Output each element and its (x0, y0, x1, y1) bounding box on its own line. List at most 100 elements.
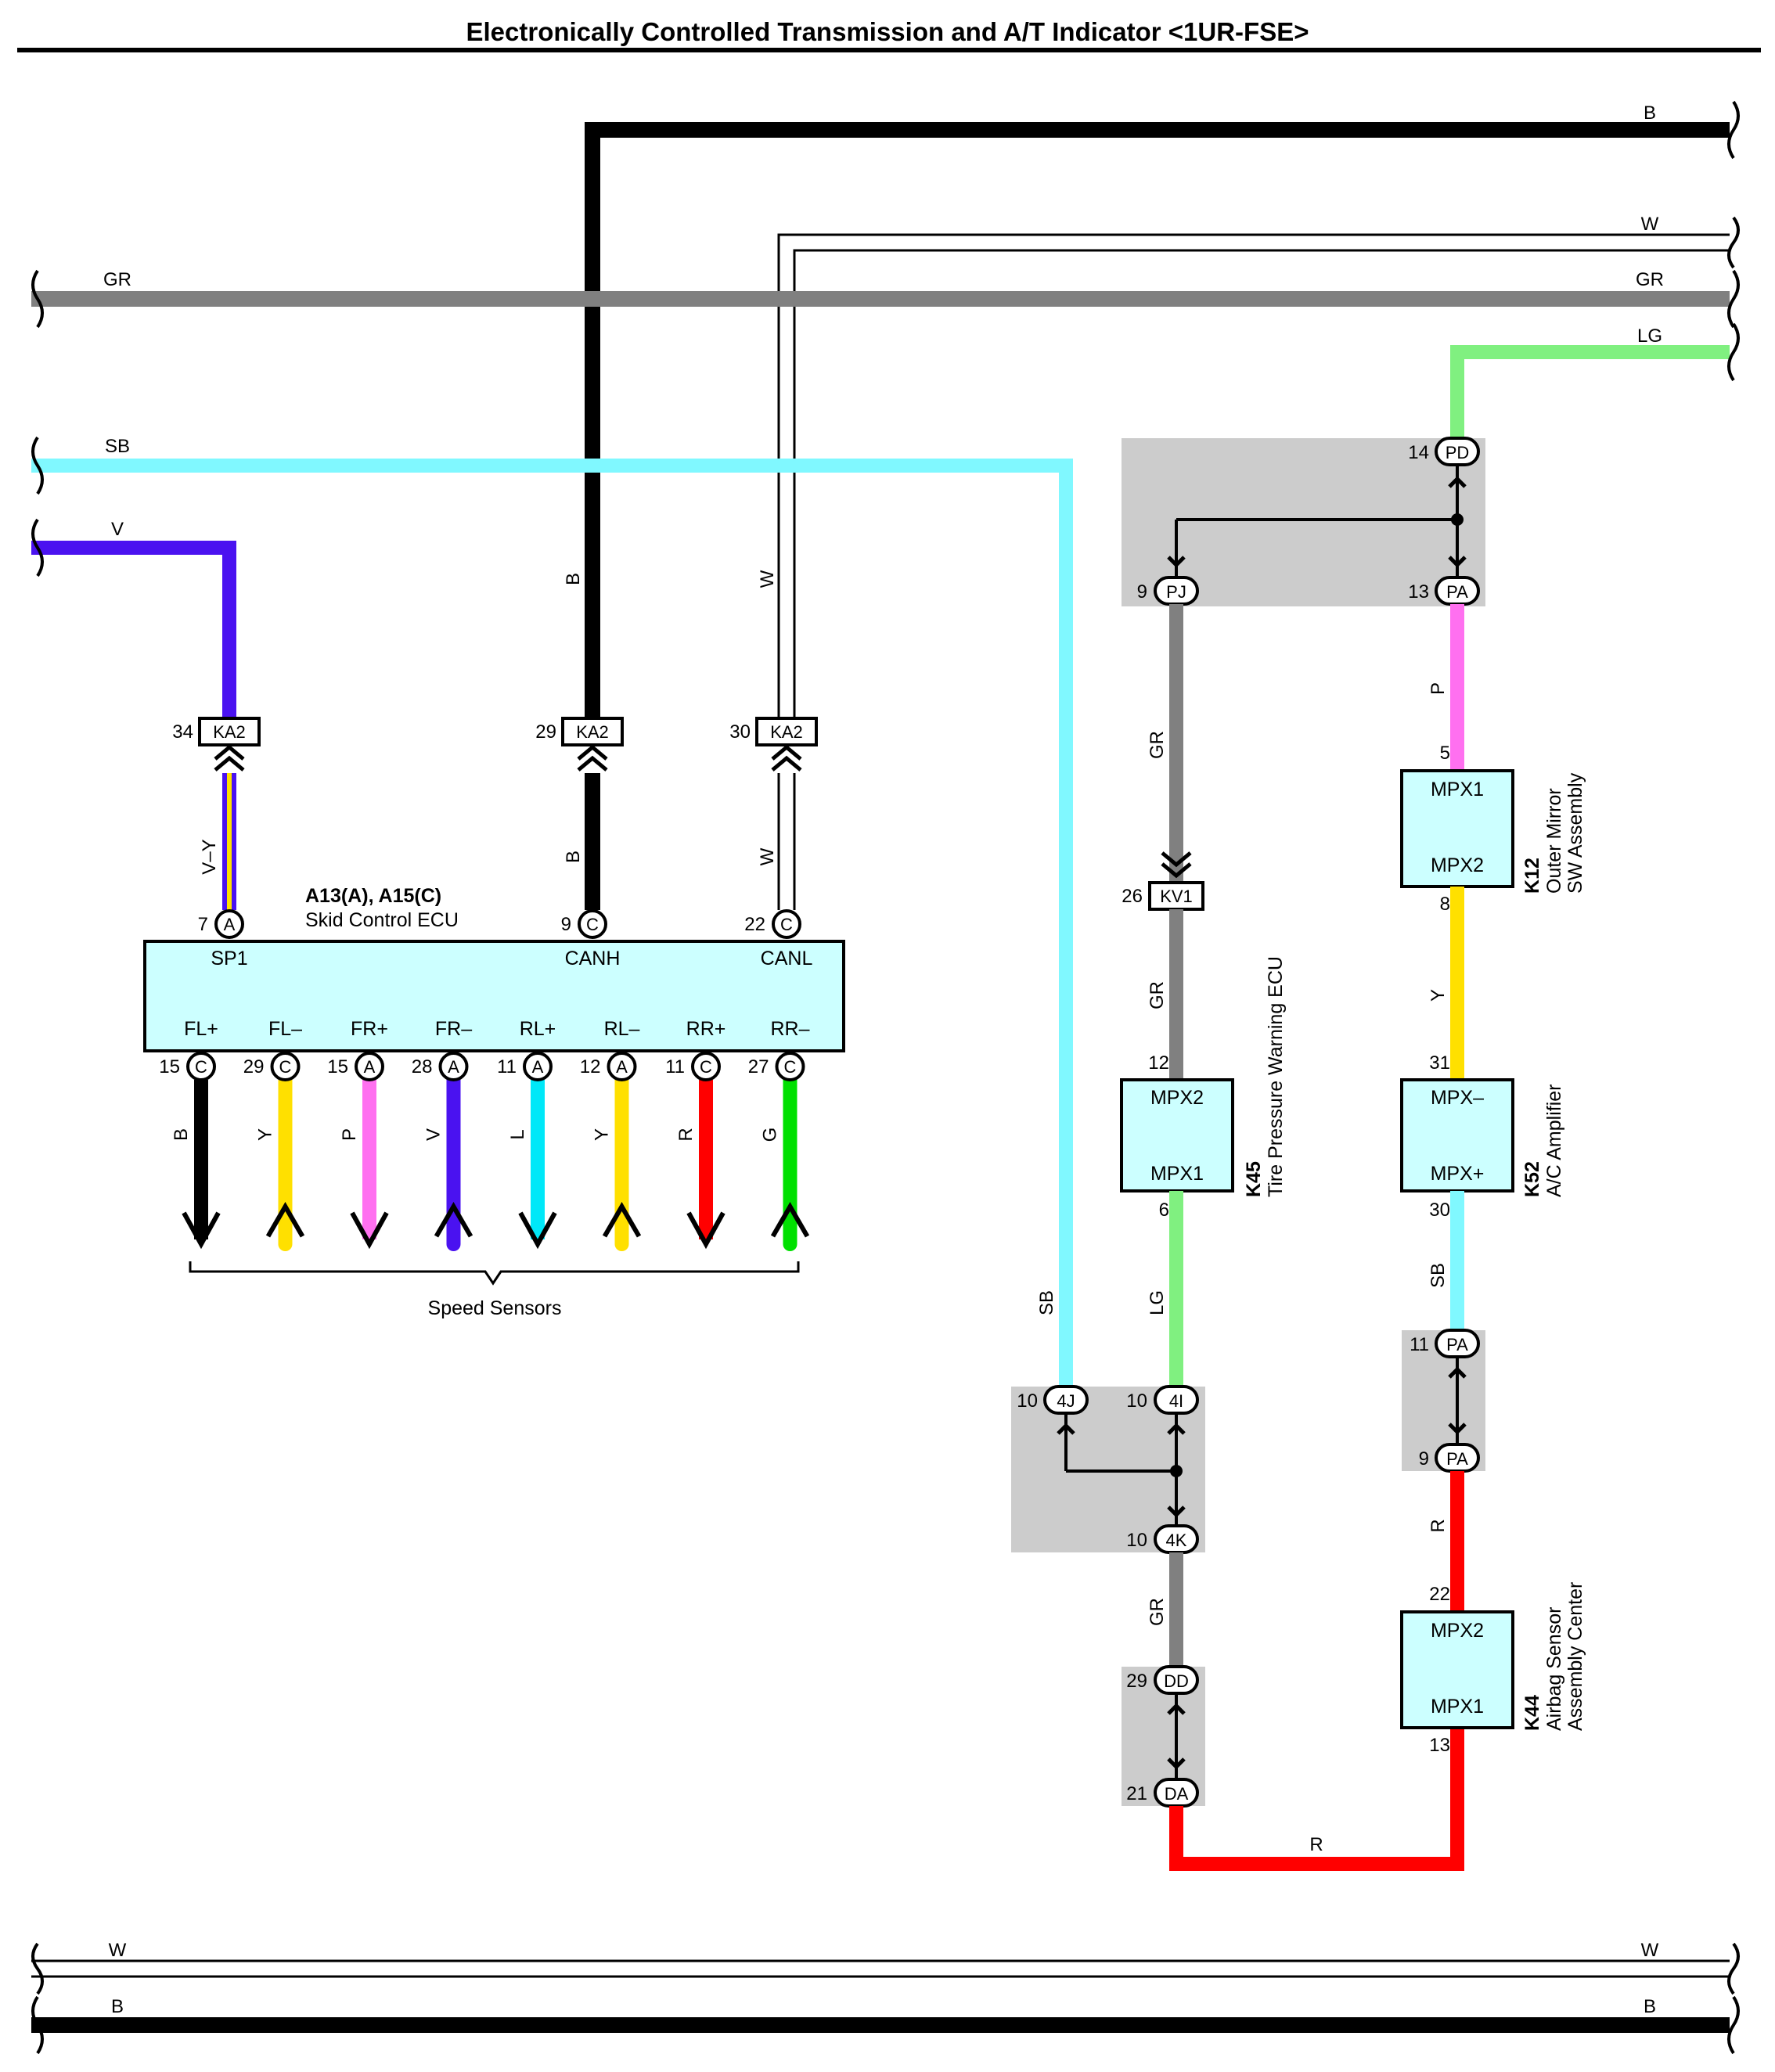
k12-name-line2: SW Assembly (1564, 772, 1586, 894)
pin-label: FL+ (184, 1018, 218, 1040)
wire-label-gr-kv1: GR (1147, 981, 1168, 1009)
skid-ecu-code: A13(A), A15(C) (305, 885, 441, 907)
pin-connector-letter: C (279, 1057, 292, 1077)
pin-4k: 4K 10 (1126, 1524, 1199, 1554)
k12-name-line1: Outer Mirror (1543, 788, 1565, 894)
k44-bottom-pin: 13 (1429, 1735, 1450, 1756)
pin-number: 11 (665, 1056, 685, 1077)
wire-color-label: L (507, 1129, 528, 1139)
wire-label-gr-right: GR (1636, 269, 1664, 290)
k52-name: A/C Amplifier (1543, 1085, 1565, 1197)
ka2-connector-29: KA2 29 (535, 717, 624, 772)
pin-connector-letter: C (195, 1057, 207, 1077)
pin-pd-num: 14 (1408, 442, 1429, 463)
ka2-34-name: KA2 (213, 722, 246, 742)
wire-label-w-lower: W (757, 847, 778, 865)
wire-label-r-bottom: R (1309, 1834, 1323, 1855)
wire-label-b-vertical: B (563, 573, 584, 585)
pin-pj-name: PJ (1166, 582, 1186, 602)
k52-bottom-label: MPX+ (1431, 1163, 1485, 1185)
pin-label: RL– (604, 1018, 640, 1040)
pin-number: 15 (327, 1056, 348, 1077)
pin-number: 11 (497, 1056, 517, 1077)
arrow-out-icon (686, 1211, 725, 1250)
arrow-out-icon (350, 1211, 389, 1250)
ecu-pin-sp1: A 7 SP1 (198, 909, 248, 969)
pin-terminal (691, 1052, 721, 1081)
pin-number: 27 (748, 1056, 769, 1077)
pin-number: 29 (243, 1056, 265, 1077)
ka2-connector-34: KA2 34 (172, 717, 261, 772)
arrow-in-icon (265, 1202, 305, 1238)
wire-label-b-top: B (1644, 103, 1656, 124)
ka2-29-pin: 29 (535, 721, 556, 743)
wire-label-r-pa: R (1428, 1519, 1449, 1532)
k45-bottom-pin: 6 (1159, 1200, 1169, 1221)
wire-label-v: V (111, 519, 124, 540)
wire-label-w-top: W (1641, 214, 1659, 235)
ecu-pin-canh: C 9 CANH (561, 909, 620, 969)
wire-label-sb-drop: SB (1036, 1290, 1057, 1315)
pin-number: 15 (159, 1056, 180, 1077)
pin-connector-letter: A (616, 1057, 628, 1077)
k45-name: Tire Pressure Warning ECU (1265, 956, 1287, 1197)
wire-label-gr-mid: GR (1147, 1598, 1168, 1626)
k45-tire-pressure-ecu: MPX2 MPX1 12 6 K45 Tire Pressure Warning… (1120, 956, 1287, 1221)
wire-color-label: V (423, 1128, 445, 1141)
pin-da-num: 21 (1126, 1783, 1147, 1804)
pin-4j-name: 4J (1057, 1391, 1075, 1411)
pin-terminal (270, 1052, 301, 1081)
k45-top-pin: 12 (1148, 1052, 1169, 1074)
ecu-pin-canl: C 22 CANL (744, 909, 812, 969)
wire-label-w-vertical: W (757, 570, 778, 588)
ecu-pin-sp1-num: 7 (198, 914, 208, 935)
wire-color-label: Y (592, 1128, 613, 1141)
wire-color-label: G (760, 1128, 781, 1142)
pin-4i-num: 10 (1126, 1390, 1147, 1412)
wire-label-v-y: V–Y (199, 839, 220, 874)
wire-r-da-k44 (1169, 1728, 1464, 1871)
ecu-pin-canl-conn: C (780, 915, 793, 934)
arrow-in-icon (434, 1202, 473, 1238)
kv1-name: KV1 (1160, 887, 1193, 906)
wire-label-sb-k52: SB (1428, 1263, 1449, 1288)
wire-color-label: Y (255, 1128, 276, 1141)
pin-da: DA 21 (1126, 1778, 1199, 1808)
k45-code: K45 (1243, 1161, 1265, 1197)
pin-label: RR– (770, 1018, 809, 1040)
pin-pa-13-num: 13 (1408, 581, 1429, 603)
pin-pa-13: PA 13 (1408, 576, 1480, 606)
k45-top-label: MPX2 (1150, 1087, 1204, 1109)
wire-label-w-bottom-left: W (109, 1940, 127, 1961)
ecu-pin-sp1-label: SP1 (211, 948, 247, 969)
pin-pj: PJ 9 (1137, 576, 1199, 606)
k44-top-label: MPX2 (1431, 1620, 1484, 1642)
pin-da-name: DA (1165, 1784, 1189, 1804)
pin-label: FR+ (351, 1018, 388, 1040)
pin-4i: 4I 10 (1126, 1385, 1199, 1415)
pin-pd-name: PD (1446, 443, 1470, 462)
ecu-pin-canh-conn: C (586, 915, 599, 934)
k12-code: K12 (1521, 858, 1543, 894)
pin-terminal (775, 1052, 805, 1081)
k12-bottom-pin: 8 (1440, 894, 1450, 915)
wire-label-b-bottom-left: B (111, 1996, 124, 2017)
pin-label: RL+ (520, 1018, 556, 1040)
wire-label-p: P (1428, 682, 1449, 695)
speed-sensors-label: Speed Sensors (428, 1297, 562, 1319)
speed-sensor-wires: C15FL+BC29FL–YA15FR+PA28FR–VA11RL+LA12RL… (159, 1018, 810, 1251)
wire-lg-pd (1450, 345, 1730, 438)
skid-ecu-name: Skid Control ECU (305, 909, 459, 931)
wire-label-b-lower: B (563, 851, 584, 863)
pin-terminal (523, 1052, 553, 1081)
wire-w-ka2-30-inner (793, 249, 1730, 718)
wire-label-lg-k45: LG (1147, 1290, 1168, 1315)
k44-top-pin: 22 (1429, 1584, 1450, 1605)
pin-terminal (186, 1052, 216, 1081)
